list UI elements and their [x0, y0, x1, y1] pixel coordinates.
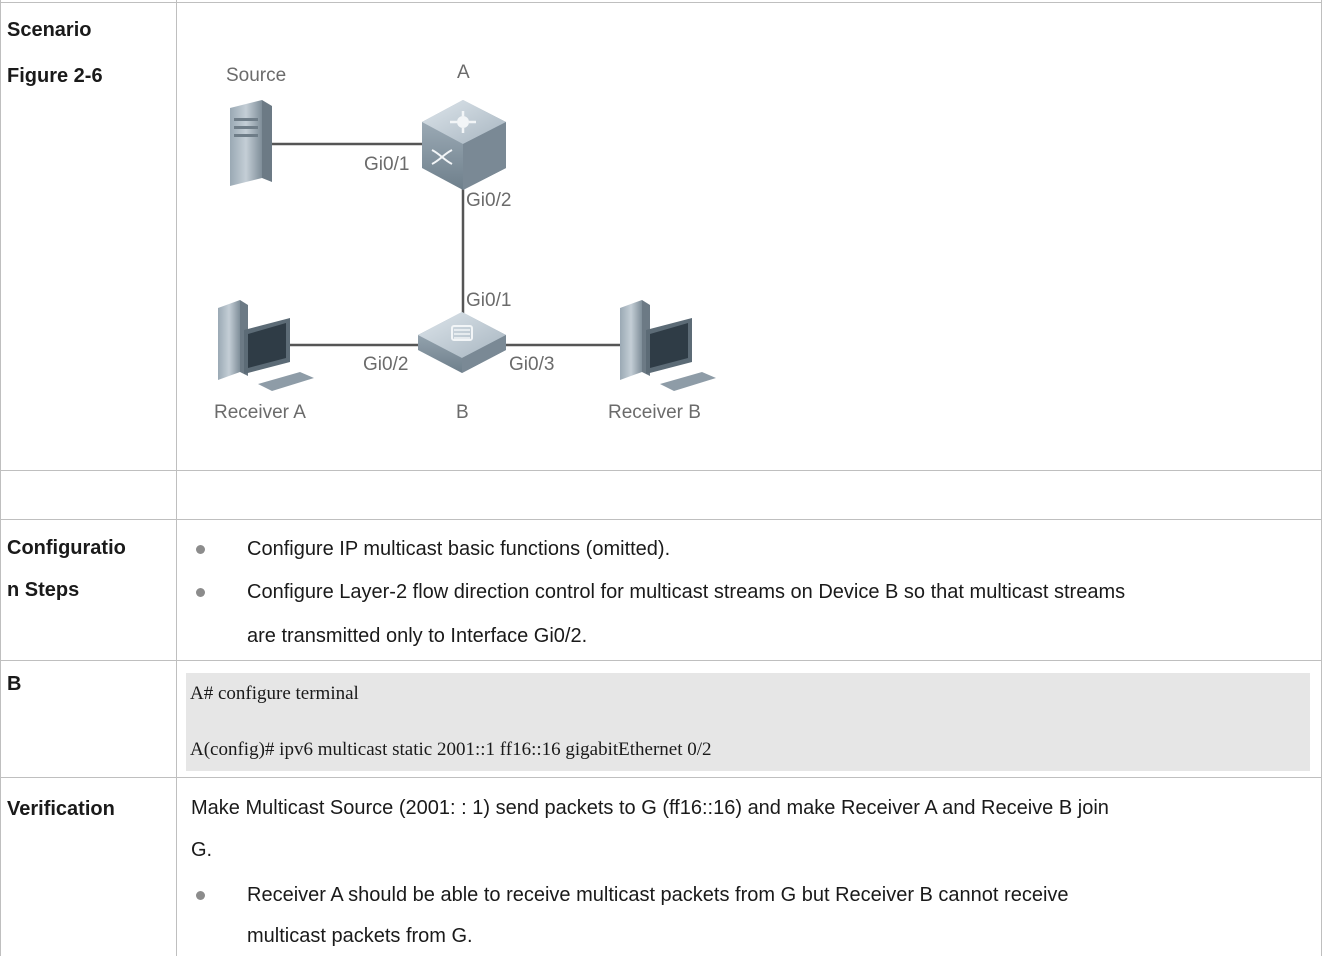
row-divider	[0, 777, 1322, 778]
config-step-2-line1: Configure Layer-2 flow direction control…	[247, 581, 1126, 603]
bullet-icon	[196, 545, 205, 554]
workstation-b-icon	[620, 300, 716, 391]
port-label-a-gi02: Gi0/2	[466, 190, 511, 211]
verification-bullet-line2: multicast packets from G.	[247, 925, 473, 947]
scenario-label: Scenario	[7, 19, 92, 41]
receiver-a-label: Receiver A	[214, 402, 306, 423]
device-b-label: B	[456, 402, 469, 423]
source-label: Source	[226, 65, 286, 86]
config-step-1: Configure IP multicast basic functions (…	[247, 538, 671, 560]
b-label: B	[7, 673, 22, 695]
port-label-b-gi02: Gi0/2	[363, 354, 408, 375]
code-block: A# configure terminal A(config)# ipv6 mu…	[186, 673, 1310, 771]
config-steps-label-line1: Configuratio	[7, 537, 126, 559]
port-label-b-gi03: Gi0/3	[509, 354, 554, 375]
row-divider	[0, 470, 1322, 471]
config-step-2-line2: are transmitted only to Interface Gi0/2.	[247, 625, 588, 647]
figure-label: Figure 2-6	[7, 65, 103, 87]
switch-a-icon	[422, 100, 506, 190]
receiver-b-label: Receiver B	[608, 402, 701, 423]
table-left-border	[0, 0, 1, 956]
device-a-label: A	[457, 62, 470, 83]
table-top-border	[0, 2, 1322, 3]
code-line-2: A(config)# ipv6 multicast static 2001::1…	[190, 739, 712, 760]
row-divider	[0, 660, 1322, 661]
bullet-icon	[196, 891, 205, 900]
port-label-b-gi01: Gi0/1	[466, 290, 511, 311]
row-divider	[0, 519, 1322, 520]
code-line-1: A# configure terminal	[190, 683, 359, 704]
bullet-icon	[196, 588, 205, 597]
network-topology-diagram: Source A B Receiver A	[214, 62, 716, 423]
column-divider	[176, 0, 177, 956]
switch-b-icon	[418, 312, 506, 373]
verification-bullet-line1: Receiver A should be able to receive mul…	[247, 884, 1069, 906]
verification-paragraph-line2: G.	[191, 839, 213, 861]
verification-label: Verification	[7, 798, 115, 820]
workstation-a-icon	[218, 300, 314, 391]
verification-paragraph-line1: Make Multicast Source (2001: : 1) send p…	[191, 797, 1109, 819]
config-steps-label-line2: n Steps	[7, 579, 80, 601]
server-icon	[230, 100, 272, 186]
port-label-a-gi01: Gi0/1	[364, 154, 409, 175]
